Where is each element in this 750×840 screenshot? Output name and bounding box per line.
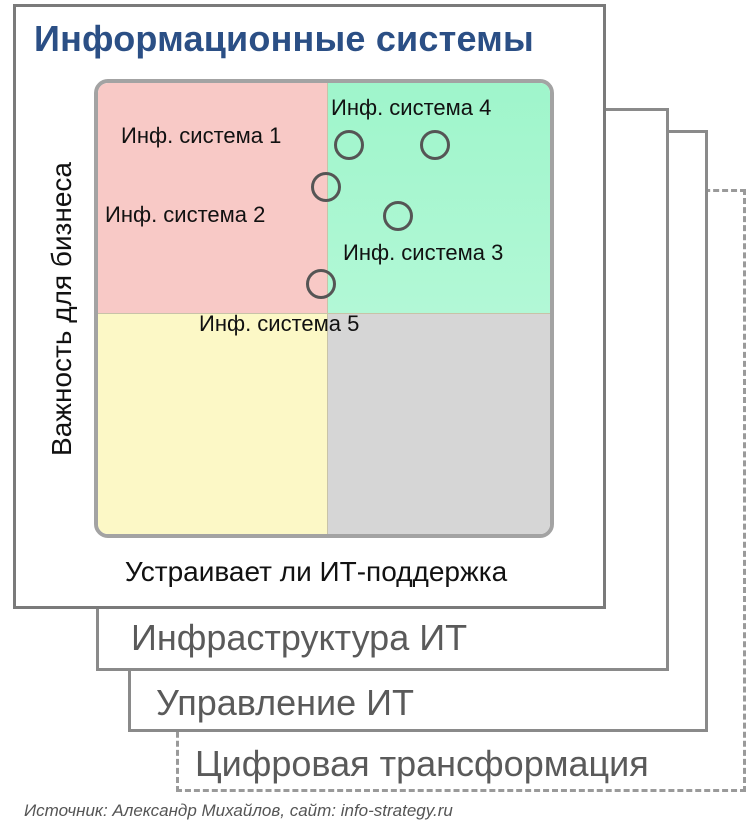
- quadrant-bottom-left: [98, 313, 327, 534]
- system-4-label: Инф. система 4: [331, 95, 492, 120]
- layer-information-systems: Информационные системы Важность для бизн…: [13, 4, 606, 609]
- system-3-label: Инф. система 3: [343, 240, 504, 265]
- system-5-label: Инф. система 5: [199, 311, 360, 336]
- system-4-marker: [420, 130, 450, 160]
- quadrant-bottom-right: [327, 313, 550, 534]
- x-axis-label: Устраивает ли ИТ-поддержка: [124, 556, 508, 587]
- matrix-horizontal-divider: [98, 313, 550, 314]
- y-axis-label: Важность для бизнеса: [46, 162, 77, 456]
- matrix-vertical-divider: [327, 83, 328, 534]
- source-note: Источник: Александр Михайлов, сайт: info…: [24, 801, 453, 820]
- system-3-marker: [383, 201, 413, 231]
- layer-it-infrastructure-label: Инфраструктура ИТ: [131, 617, 468, 658]
- system-2-marker: [311, 172, 341, 202]
- system-1-marker: [334, 130, 364, 160]
- layer-digital-transformation-label: Цифровая трансформация: [195, 743, 649, 784]
- layer-it-management-label: Управление ИТ: [156, 682, 414, 723]
- page-title: Информационные системы: [34, 18, 534, 59]
- priority-matrix: Инф. система 1 Инф. система 2 Инф. систе…: [94, 79, 554, 538]
- quadrant-top-left: [98, 83, 327, 313]
- system-1-label: Инф. система 1: [121, 123, 282, 148]
- system-2-label: Инф. система 2: [105, 202, 266, 227]
- quadrant-top-right: [327, 83, 550, 313]
- system-5-marker: [306, 269, 336, 299]
